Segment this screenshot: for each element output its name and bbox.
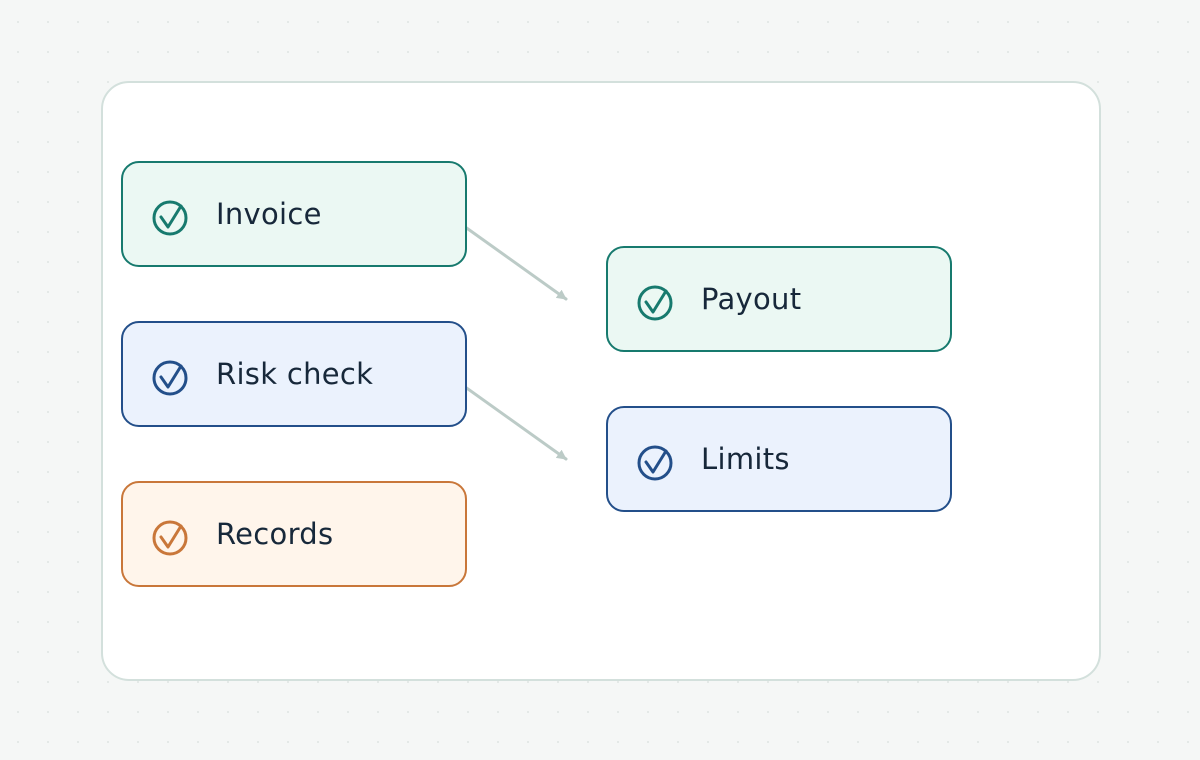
check-circle-icon-graphic xyxy=(152,200,188,236)
check-circle-icon-graphic xyxy=(637,285,673,321)
check-circle-icon xyxy=(636,284,674,322)
check-circle-icon-graphic xyxy=(637,445,673,481)
check-circle-icon xyxy=(151,199,189,237)
node-records[interactable]: Records xyxy=(121,481,467,587)
node-label: Records xyxy=(216,517,334,551)
check-circle-icon xyxy=(636,444,674,482)
node-label: Payout xyxy=(701,282,802,316)
check-circle-icon xyxy=(151,359,189,397)
node-payout[interactable]: Payout xyxy=(606,246,952,352)
node-label: Limits xyxy=(701,442,790,476)
node-label: Invoice xyxy=(216,197,322,231)
node-risk-check[interactable]: Risk check xyxy=(121,321,467,427)
check-circle-icon xyxy=(151,519,189,557)
node-limits[interactable]: Limits xyxy=(606,406,952,512)
check-circle-icon-graphic xyxy=(152,360,188,396)
node-label: Risk check xyxy=(216,357,374,391)
node-invoice[interactable]: Invoice xyxy=(121,161,467,267)
check-circle-icon-graphic xyxy=(152,520,188,556)
